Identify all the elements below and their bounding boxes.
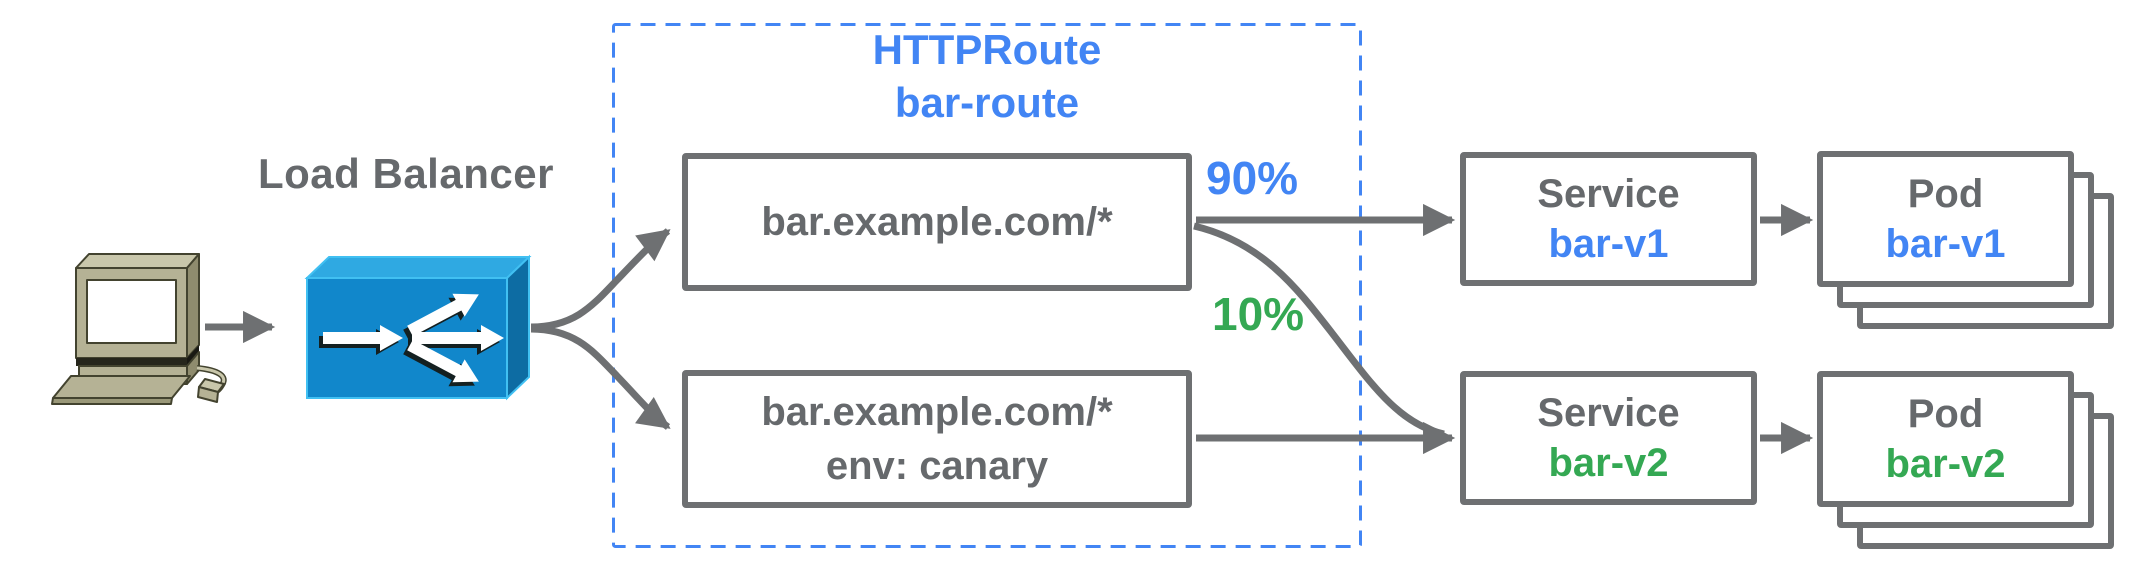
service-name: bar-v1 xyxy=(1548,222,1669,266)
lb-fanout-arrows-icon xyxy=(323,293,504,383)
service-name: bar-v2 xyxy=(1548,441,1669,485)
pod-bar-v2-box: Pod bar-v2 xyxy=(1817,371,2074,507)
service-kind: Service xyxy=(1537,172,1680,216)
pod-name: bar-v1 xyxy=(1885,222,2006,266)
arrow-lb-to-route-bottom xyxy=(530,325,671,430)
pod-name: bar-v2 xyxy=(1885,442,2006,486)
monitor-screen xyxy=(86,279,177,344)
service-kind: Service xyxy=(1537,391,1680,435)
httproute-group-label: HTTPRoute bar-route xyxy=(613,24,1361,129)
httproute-dashed-container xyxy=(612,23,1362,548)
route-rule-primary: bar.example.com/* xyxy=(682,153,1192,291)
route-rule-canary: bar.example.com/* env: canary xyxy=(682,370,1192,508)
httproute-kind: HTTPRoute xyxy=(872,26,1102,73)
client-computer-icon xyxy=(51,253,227,405)
keyboard xyxy=(52,375,191,399)
traffic-weight-10: 10% xyxy=(1212,288,1305,340)
pod-kind: Pod xyxy=(1907,172,1984,216)
load-balancer-icon xyxy=(304,254,532,401)
service-bar-v2-box: Service bar-v2 xyxy=(1460,371,1757,505)
arrow-lb-to-route-top xyxy=(530,228,671,331)
arrow-route-top-to-service-v2-10pct xyxy=(1193,222,1445,438)
route-annotation: env: canary xyxy=(825,444,1049,488)
pod-bar-v1-box: Pod bar-v1 xyxy=(1817,151,2074,287)
service-bar-v1-box: Service bar-v1 xyxy=(1460,152,1757,286)
httproute-name: bar-route xyxy=(894,78,1080,126)
pod-bar-v1-stack: Pod bar-v1 xyxy=(1817,151,2114,371)
route-host: bar.example.com/* xyxy=(761,390,1113,434)
traffic-weight-90: 90% xyxy=(1206,152,1299,204)
route-host: bar.example.com/* xyxy=(761,200,1113,244)
pod-kind: Pod xyxy=(1907,392,1984,436)
pod-bar-v2-stack: Pod bar-v2 xyxy=(1817,371,2114,573)
load-balancer-label: Load Balancer xyxy=(258,150,554,197)
